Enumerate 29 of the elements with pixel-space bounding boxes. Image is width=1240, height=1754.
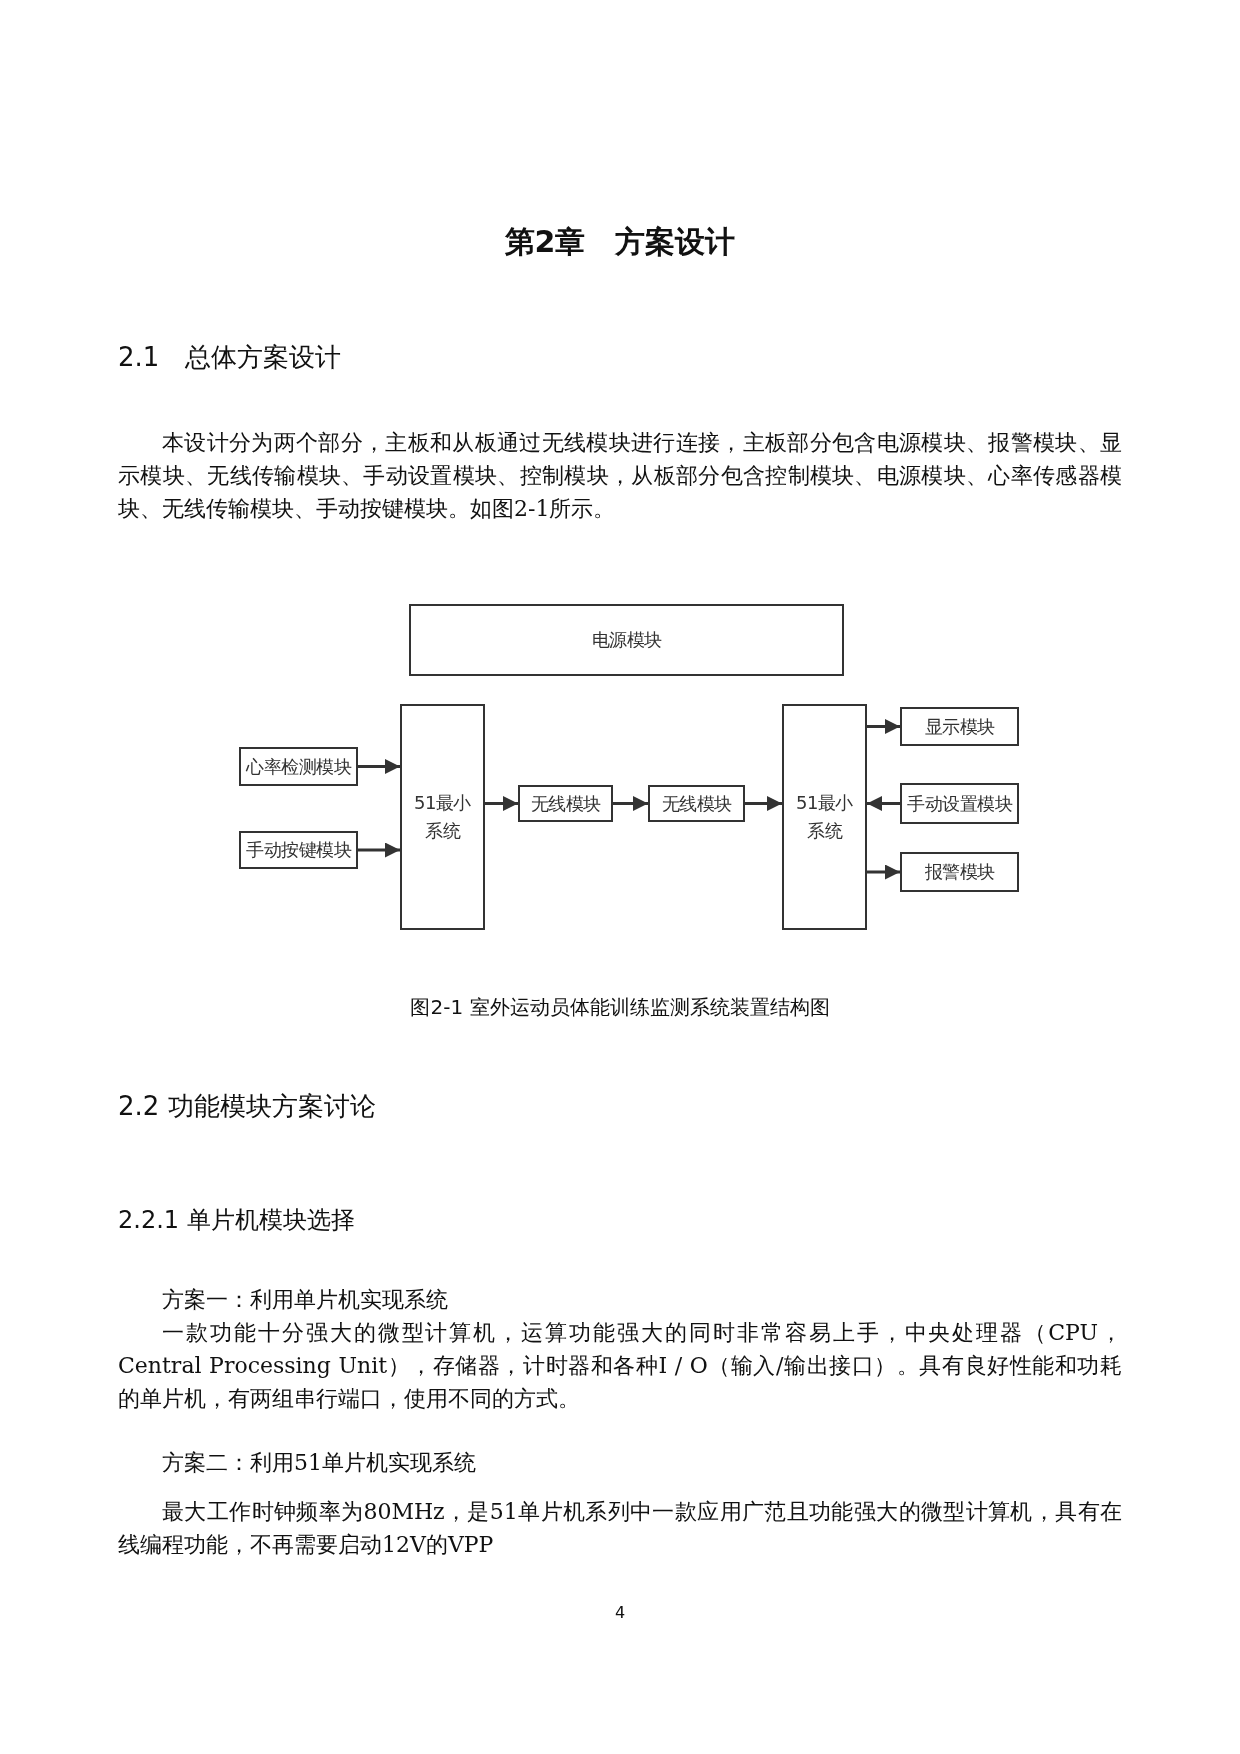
arrow <box>867 796 900 811</box>
section-heading: 2.1 总体方案设计 <box>118 341 343 374</box>
paragraph: 方案一：利用单片机实现系统 <box>161 1286 449 1314</box>
power-module-box: 电源模块 <box>409 604 844 676</box>
page-number: 4 <box>613 1603 627 1622</box>
arrow <box>867 719 900 734</box>
module-box: 无线模块 <box>648 785 745 822</box>
paragraph: 一款功能十分强大的微型计算机，运算功能强大的同时非常容易上手，中央处理器（CPU，Central Processing Unit），存储器，计时器和各种I / O（输入/输出接口）。具有良好性能和功耗的单片机，有两组串行端口，使用不同的方式。 <box>118 1319 1122 1413</box>
module-box: 手动设置模块 <box>900 783 1019 824</box>
section-heading: 2.2.1 单片机模块选择 <box>118 1205 356 1236</box>
figure-caption: 图2-1 室外运动员体能训练监测系统装置结构图 <box>409 994 831 1021</box>
module-box: 无线模块 <box>518 785 613 822</box>
chapter-title: 第2章 方案设计 <box>503 223 737 261</box>
module-box: 显示模块 <box>900 707 1019 746</box>
arrow <box>358 842 400 858</box>
paragraph: 最大工作时钟频率为80MHz，是51单片机系列中一款应用广范且功能强大的微型计算机，具有在线编程功能，不再需要启动12V的VPP <box>118 1498 1122 1559</box>
arrow <box>613 796 648 811</box>
arrow <box>745 796 782 811</box>
module-box: 心率检测模块 <box>239 747 358 786</box>
module-box: 手动按键模块 <box>239 831 358 869</box>
paragraph: 本设计分为两个部分，主板和从板通过无线模块进行连接，主板部分包含电源模块、报警模块、显示模块、无线传输模块、手动设置模块、控制模块，从板部分包含控制模块、电源模块、心率传感器模块、无线传输模块、手动按键模块。如图2-1所示。 <box>118 429 1122 523</box>
arrow <box>485 796 518 811</box>
section-heading: 2.2 功能模块方案讨论 <box>118 1090 377 1123</box>
module-box: 报警模块 <box>900 852 1019 892</box>
controller-box: 51最小系统 <box>400 704 485 930</box>
controller-box: 51最小系统 <box>782 704 867 930</box>
arrow <box>867 864 900 880</box>
paragraph: 方案二：利用51单片机实现系统 <box>161 1449 477 1477</box>
arrow <box>358 759 400 774</box>
